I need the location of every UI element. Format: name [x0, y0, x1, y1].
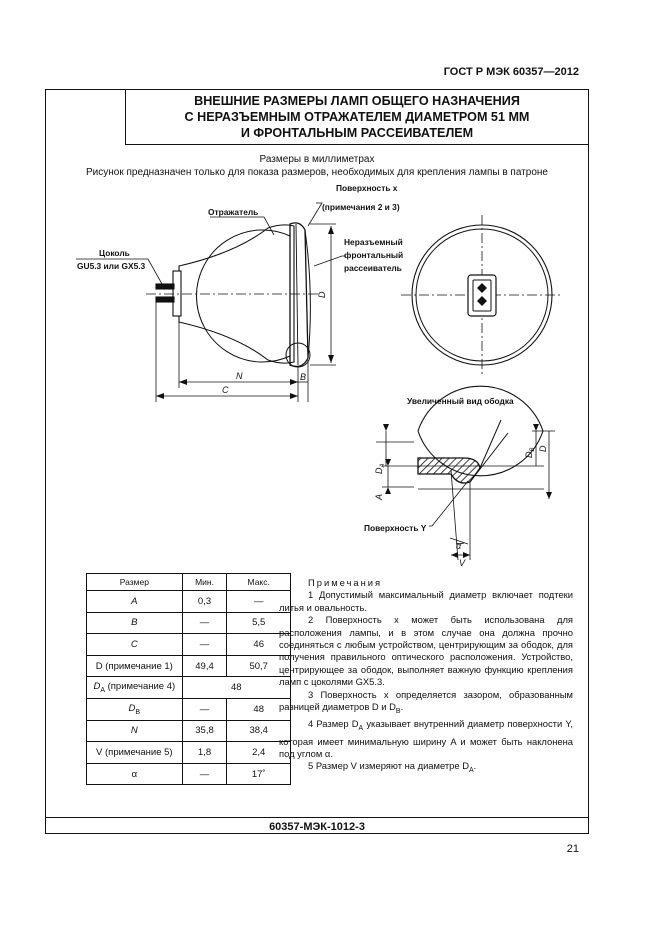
table-cell-name: DB: [86, 697, 183, 721]
table-cell-min: 1,8: [181, 741, 228, 764]
table-cell-name: V (примечание 5): [86, 741, 183, 764]
table-cell-min: —: [181, 633, 228, 656]
table-cell-min: 49,4: [181, 654, 228, 678]
reflector-outline: [178, 224, 295, 364]
base-pin: [155, 283, 175, 290]
table-cell-name: D (примечание 1): [86, 654, 183, 678]
table-cell-max: 17˚: [226, 762, 291, 786]
title-line-3: И ФРОНТАЛЬНЫМ РАССЕИВАТЕЛЕМ: [240, 126, 474, 140]
dim-label-D-detail: D: [538, 445, 548, 452]
table-row: N 35,8 38,4: [86, 719, 291, 743]
dim-label-alpha: α: [456, 541, 462, 551]
table-row: α — 17˚: [86, 762, 291, 786]
table-row: V (примечание 5) 1,8 2,4: [86, 741, 291, 764]
label-enlarged-view: Увеличенный вид ободка: [407, 396, 514, 406]
figure-purpose-note: Рисунок предназначен только для показа р…: [86, 167, 548, 178]
rim-section: [417, 457, 481, 484]
label-reflector: Отражатель: [208, 207, 258, 217]
table-row: DB — 48: [86, 697, 291, 721]
dim-label-B: B: [300, 372, 306, 382]
table-cell-min: —: [181, 697, 228, 721]
table-header-max: Макс.: [226, 573, 291, 591]
table-cell-name: DA (примечание 4): [86, 676, 183, 699]
label-lens-3: рассеиватель: [344, 263, 402, 273]
dim-label-C: C: [222, 385, 229, 395]
title-line-2: С НЕРАЗЪЕМНЫМ ОТРАЖАТЕЛЕМ ДИАМЕТРОМ 51 М…: [184, 110, 530, 124]
dim-label-DB: DB: [524, 447, 536, 458]
label-base-2: GU5.3 или GX5.3: [77, 261, 146, 271]
side-view: [76, 202, 346, 402]
label-surface-y: Поверхность Y: [364, 523, 427, 533]
base-pin: [155, 296, 175, 303]
dimensions-note: Размеры в миллиметрах: [259, 154, 375, 165]
table-row: C — 46: [86, 633, 291, 656]
label-base-1: Цоколь: [99, 248, 130, 258]
note-2: 2 Поверхность x может быть использована …: [279, 614, 573, 688]
table-row: DA (примечание 4) 48: [86, 676, 292, 699]
notes-section: Примечания 1 Допустимый максимальный диа…: [279, 577, 573, 778]
dim-label-V: V: [459, 558, 466, 568]
table-cell-min: —: [181, 762, 228, 786]
table-header-min: Мин.: [181, 573, 228, 591]
notes-heading: Примечания: [308, 577, 383, 588]
label-surface-x-1: Поверхность x: [336, 183, 398, 193]
table-cell-min: —: [181, 611, 228, 635]
dim-label-A: A: [374, 494, 384, 501]
table-header-size: Размер: [86, 573, 183, 591]
title-line-1: ВНЕШНИЕ РАЗМЕРЫ ЛАМП ОБЩЕГО НАЗНАЧЕНИЯ: [194, 94, 520, 108]
page-number: 21: [566, 843, 579, 855]
sheet-code: 60357-МЭК-1012-3: [269, 821, 365, 833]
dim-label-DA: DA: [374, 463, 386, 474]
label-lens-1: Неразъемный: [344, 237, 403, 247]
table-cell-min: 35,8: [181, 719, 228, 743]
table-cell-name: A: [86, 590, 183, 613]
label-surface-x-2: (примечания 2 и 3): [322, 202, 400, 212]
sheet-frame: ВНЕШНИЕ РАЗМЕРЫ ЛАМП ОБЩЕГО НАЗНАЧЕНИЯ С…: [45, 89, 589, 834]
title-block: ВНЕШНИЕ РАЗМЕРЫ ЛАМП ОБЩЕГО НАЗНАЧЕНИЯ С…: [125, 90, 588, 145]
standard-code: ГОСТ Р МЭК 60357—2012: [443, 66, 579, 78]
enlarged-rim-view: [376, 385, 555, 561]
dimensions-table: Размер Мин. Макс. A 0,3 — B — 5,5 C — 46: [86, 573, 292, 786]
table-header-row: Размер Мин. Макс.: [86, 573, 291, 591]
dim-label-N: N: [236, 371, 243, 381]
note-4: 4 Размер DA указывает внутренний диаметр…: [279, 718, 573, 760]
table-row: A 0,3 —: [86, 590, 291, 613]
dim-label-D: D: [317, 291, 327, 298]
label-lens-2: фронтальный: [344, 250, 403, 260]
table-cell-name: B: [86, 611, 183, 635]
detail-callout: [285, 342, 311, 368]
table-cell-name: N: [86, 719, 183, 743]
front-view: [401, 215, 563, 375]
table-row: B — 5,5: [86, 611, 291, 635]
note-1: 1 Допустимый максимальный диаметр включа…: [279, 589, 573, 613]
table-cell-name: C: [86, 633, 183, 656]
table-cell-value: 48: [181, 676, 292, 699]
table-row: D (примечание 1) 49,4 50,7: [86, 654, 291, 678]
note-3: 3 Поверхность x определяется зазором, об…: [279, 688, 573, 715]
front-lens: [289, 222, 309, 368]
table-cell-name: α: [86, 762, 183, 786]
footer-divider: [46, 817, 588, 818]
table-cell-min: 0,3: [181, 590, 228, 613]
note-5: 5 Размер V измеряют на диаметре DA.: [308, 760, 477, 775]
